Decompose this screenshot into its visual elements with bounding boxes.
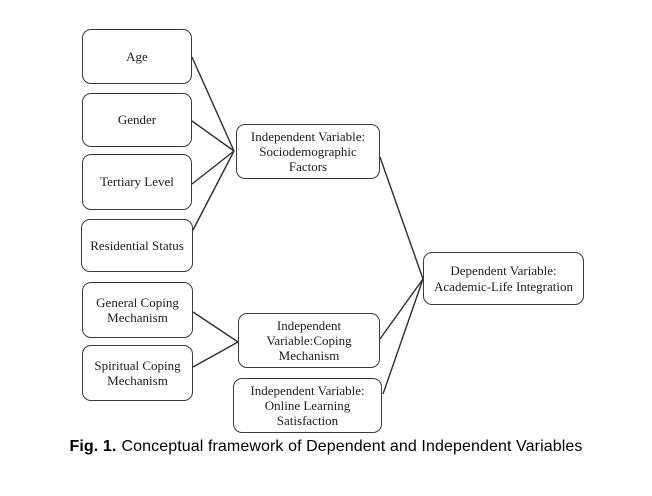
edge-online-dependent [382,278,424,395]
edge-residential-sociodemographic [192,150,235,231]
node-dependent-variable: Dependent Variable: Academic-Life Integr… [423,252,584,305]
figure-caption-text: Conceptual framework of Dependent and In… [121,438,583,455]
node-tertiary-level: Tertiary Level [82,154,192,210]
node-general-coping: General Coping Mechanism [82,282,193,338]
node-residential-status: Residential Status [81,219,193,272]
figure-caption-number: Fig. 1. [69,438,117,455]
figure-caption: Fig. 1.Conceptual framework of Dependent… [0,438,652,456]
node-age: Age [82,29,192,84]
edge-tertiary-sociodemographic [191,150,235,185]
node-independent-coping: Independent Variable:Coping Mechanism [238,313,380,368]
edge-sociodemographic-dependent [379,156,424,280]
edge-coping-dependent [379,278,424,340]
edge-spiritual-coping [192,341,239,368]
node-independent-online-learning: Independent Variable: Online Learning Sa… [233,378,382,433]
node-gender: Gender [82,93,192,147]
edge-age-sociodemographic [191,56,235,152]
edge-general-coping [192,311,239,343]
node-spiritual-coping: Spiritual Coping Mechanism [82,345,193,401]
edge-gender-sociodemographic [191,120,235,152]
node-independent-sociodemographic: Independent Variable: Sociodemographic F… [236,124,380,179]
